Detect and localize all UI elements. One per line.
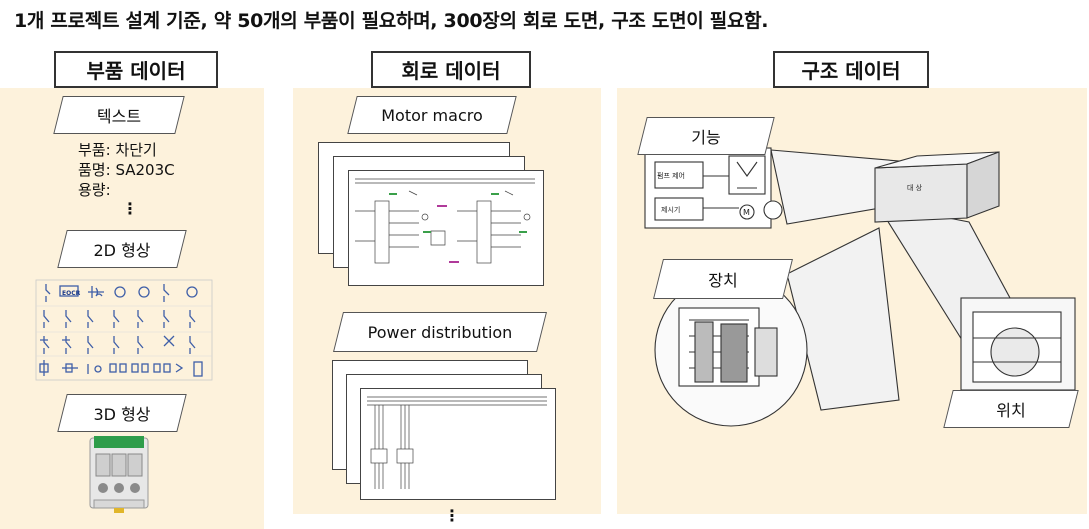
function-label: 기능	[637, 117, 775, 155]
shape2d-label: 2D 형상	[57, 230, 187, 268]
info-row-capacity: 용량:	[78, 181, 111, 199]
power-distribution-label: Power distribution	[333, 312, 547, 352]
part-info: 부품: 차단기 품명: SA203C 용량:	[78, 140, 175, 200]
text-label: 텍스트	[53, 96, 185, 134]
target-text: 대 상	[907, 183, 923, 192]
motor-macro-label: Motor macro	[347, 96, 517, 134]
pump-control-text: 펌프 제어	[657, 171, 685, 180]
breaker-3d-image	[89, 436, 149, 513]
circuit-title: 회로 데이터	[371, 51, 531, 88]
info-row-part: 부품: 차단기	[78, 141, 157, 159]
display-text: 제시기	[661, 205, 680, 214]
eocr-tag: EOCR	[62, 290, 81, 297]
parts-ellipsis: ⋮	[122, 199, 138, 218]
motor-text: M	[743, 208, 750, 217]
structure-drawing: 펌프 제어 제시기 M 대 상	[644, 147, 1076, 427]
parts-title: 부품 데이터	[54, 51, 218, 88]
info-row-name: 품명: SA203C	[78, 161, 175, 179]
power-sheet-front	[360, 388, 556, 500]
structure-title: 구조 데이터	[773, 51, 929, 88]
device-label: 장치	[653, 259, 793, 299]
symbol-grid: EOCR	[35, 279, 213, 381]
position-label: 위치	[943, 390, 1079, 428]
headline: 1개 프로젝트 설계 기준, 약 50개의 부품이 필요하며, 300장의 회로…	[14, 10, 769, 32]
motor-sheet-front	[348, 170, 544, 286]
circuit-ellipsis: ⋮	[444, 506, 460, 525]
shape3d-label: 3D 형상	[57, 394, 187, 432]
